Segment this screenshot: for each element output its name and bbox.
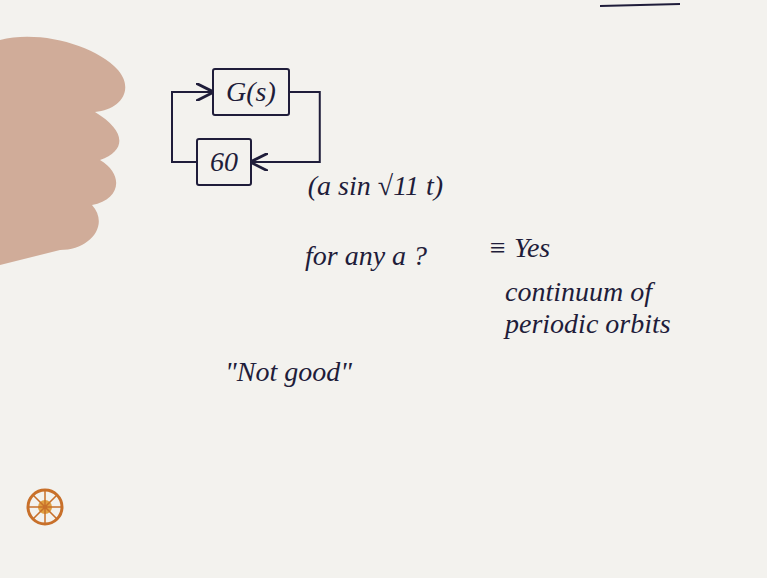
block-label: G(s): [226, 76, 276, 108]
signal-wire: [172, 92, 212, 162]
block-label: 60: [210, 146, 238, 178]
hand: [0, 37, 125, 265]
nptel-logo: [28, 490, 62, 524]
note-text: "Not good": [225, 356, 352, 388]
note-text: for any a ?: [305, 240, 427, 272]
gain-block: 60: [196, 138, 252, 186]
note-text: continuum of periodic orbits: [505, 276, 675, 340]
transfer-block: G(s): [212, 68, 290, 116]
signal-label: (a sin √11 t): [308, 170, 443, 202]
page-mark: [600, 4, 680, 6]
note-text: ≡ Yes: [488, 232, 550, 264]
